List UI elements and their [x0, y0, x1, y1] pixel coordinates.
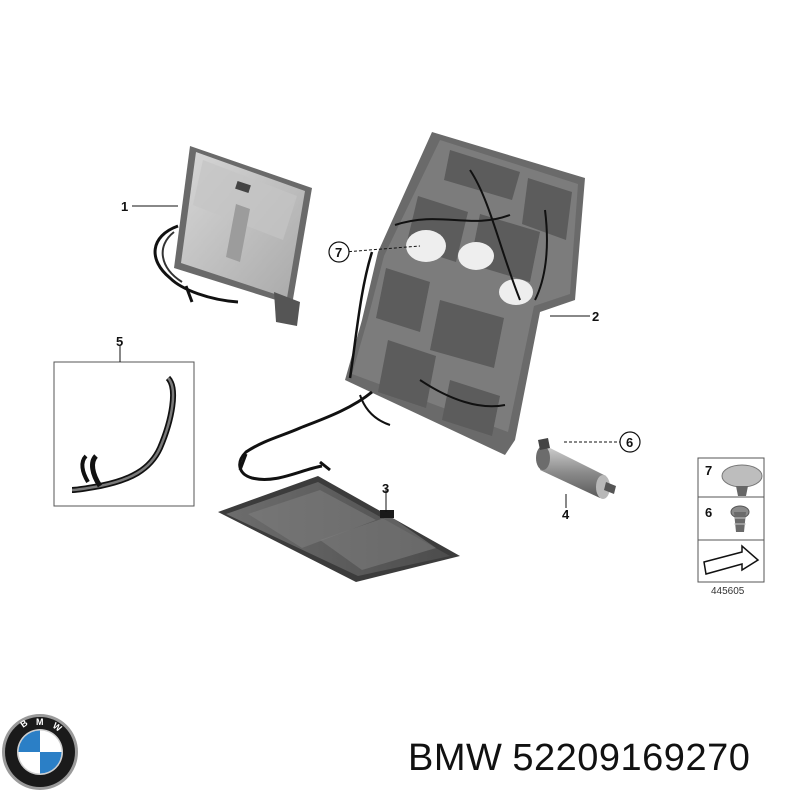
callout-3: 3 [382, 481, 389, 496]
callout-1: 1 [121, 199, 128, 214]
legend-label-6: 6 [705, 505, 712, 520]
part-1-panel [153, 146, 312, 326]
callout-2: 2 [592, 309, 599, 324]
fastener-legend [697, 457, 765, 583]
callout-6: 6 [626, 435, 633, 450]
svg-text:B: B [18, 717, 29, 729]
leader-lines [119, 205, 624, 512]
clip-icon [721, 464, 763, 488]
bmw-logo: B M W [2, 714, 78, 790]
callout-5: 5 [116, 334, 123, 349]
direction-arrow-icon [703, 544, 760, 575]
legend-label-7: 7 [705, 463, 712, 478]
part-4-actuator [536, 438, 616, 499]
part-5-detail-box [53, 361, 195, 507]
callout-7: 7 [335, 245, 342, 260]
part-3-tray [218, 476, 460, 582]
part-2-frame [345, 132, 585, 455]
part-number: 52209169270 [512, 737, 751, 779]
callout-6-circle: 6 [619, 431, 641, 453]
callout-7-circle: 7 [328, 241, 350, 263]
brand-name: BMW [408, 737, 503, 779]
svg-text:M: M [36, 717, 44, 727]
connecting-cable [238, 390, 373, 481]
callout-4: 4 [562, 507, 570, 522]
screw-icon [730, 505, 750, 532]
drawing-number: 445605 [711, 586, 745, 597]
